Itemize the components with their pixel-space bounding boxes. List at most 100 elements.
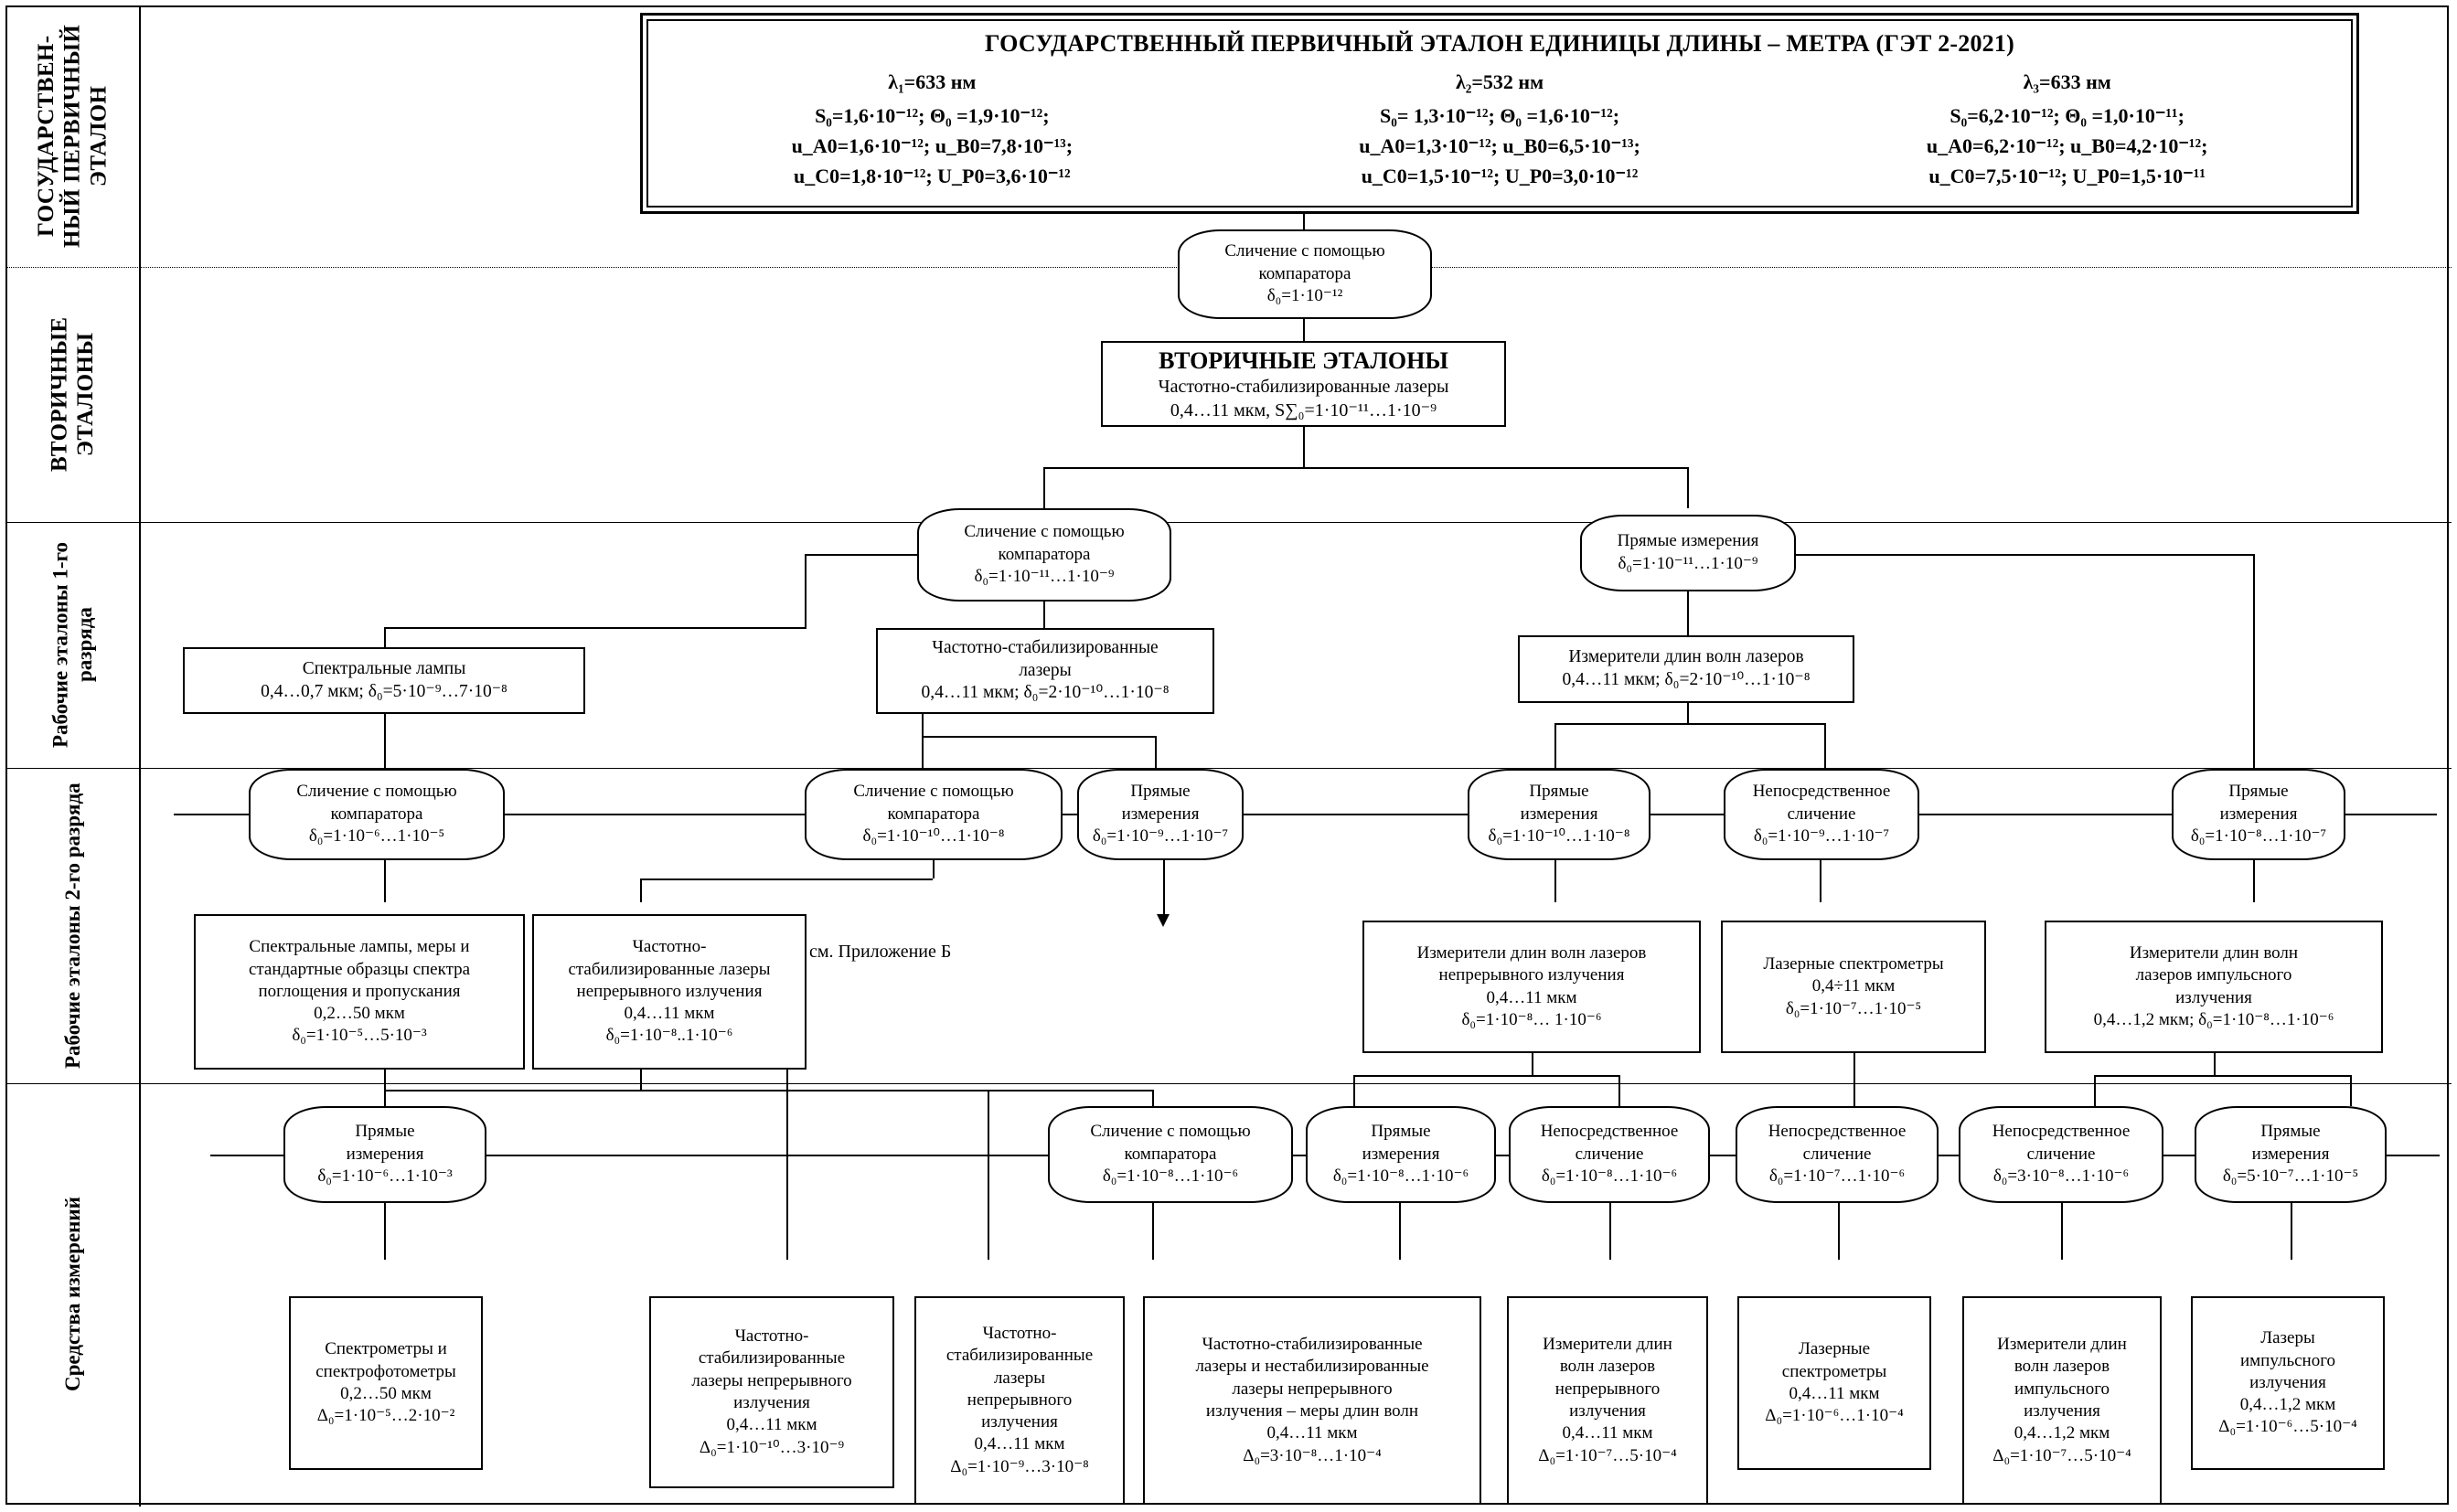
- connector-secondary-direct-far-right: [2253, 554, 2255, 769]
- box-si-wavemeters-pulse: Измерители длин волн лазеров импульсного…: [1962, 1296, 2162, 1505]
- box-wm-pulse-r2-l1: Измерители длин волн: [2129, 942, 2299, 963]
- lambda-3-label: λ₃=633 нм: [2023, 70, 2111, 93]
- sidebar-band-working-2: Рабочие эталоны 2-го разряда: [60, 783, 84, 1069]
- box-si-pulsed-lasers: Лазеры импульсного излучения 0,4…1,2 мкм…: [2191, 1296, 2385, 1470]
- band-separator-4: [5, 1083, 2452, 1084]
- connector-wm-pulse-r2-right: [2350, 1075, 2352, 1106]
- oval-r1-comparator-a-l1: Сличение с помощью: [296, 781, 457, 801]
- box-si-wm-pulse-l2: волн лазеров: [2014, 1357, 2110, 1377]
- oval-primary-comparator: Сличение с помощью компаратора δ₀=1·10⁻¹…: [1178, 229, 1432, 319]
- oval-r2-nepo-b: Непосредственное сличение δ₀=1·10⁻⁷…1·10…: [1736, 1106, 1939, 1203]
- primary-col3-line3: u_C0=7,5·10⁻¹²; U_P0=1,5·10⁻¹¹: [1928, 165, 2206, 187]
- primary-col2-line1: S₀= 1,3·10⁻¹²; Θ₀ =1,6·10⁻¹²;: [1379, 104, 1620, 127]
- oval-r2-direct-a-l3: δ₀=1·10⁻⁶…1·10⁻³: [317, 1166, 453, 1187]
- box-si-fsl-b-l6: 0,4…11 мкм: [974, 1434, 1065, 1454]
- box-si-wm-cw-l4: излучения: [1569, 1401, 1646, 1421]
- oval-r2-nepo-a-l3: δ₀=1·10⁻⁸…1·10⁻⁶: [1541, 1166, 1678, 1187]
- connector-appendix-arrow-line: [1163, 860, 1165, 917]
- connector-to-fsl-r2: [640, 878, 642, 902]
- oval-r1-direct-c-l3: δ₀=1·10⁻⁸…1·10⁻⁷: [2190, 826, 2327, 847]
- box-si-wm-cw-l1: Измерители длин: [1543, 1335, 1672, 1355]
- box-si-fsl-b-l5: излучения: [981, 1412, 1058, 1432]
- primary-col1-line3: u_C0=1,8·10⁻¹²; U_P0=3,6·10⁻¹²: [794, 165, 1071, 187]
- oval-r1-comparator-b-l3: δ₀=1·10⁻¹⁰…1·10⁻⁸: [862, 826, 1005, 847]
- box-secondary-l3: 0,4…11 мкм, S∑₀=1·10⁻¹¹…1·10⁻⁹: [1170, 399, 1437, 421]
- box-lspec-r2-l1: Лазерные спектрометры: [1763, 954, 1944, 974]
- box-lspec-r2-l3: δ₀=1·10⁻⁷…1·10⁻⁵: [1785, 998, 1922, 1018]
- box-wm-cw-r2-l4: δ₀=1·10⁻⁸… 1·10⁻⁶: [1461, 1009, 1602, 1029]
- box-wavemeters-r1-l2: 0,4…11 мкм; δ₀=2·10⁻¹⁰…1·10⁻⁸: [1562, 670, 1811, 689]
- box-lamps-r2-l1: Спектральные лампы, меры и: [249, 937, 470, 957]
- oval-r2-comparator-l1: Сличение с помощью: [1090, 1121, 1251, 1141]
- box-fsl-r1-l1: Частотно-стабилизированные: [932, 637, 1159, 657]
- box-secondary-title: ВТОРИЧНЫЕ ЭТАЛОНЫ: [1159, 346, 1448, 374]
- oval-secondary-comparator: Сличение с помощью компаратора δ₀=1·10⁻¹…: [917, 508, 1171, 602]
- sidebar-band-working-1: Рабочие эталоны 1-го разряда: [48, 542, 96, 748]
- connector-r1-comp-b-down: [933, 860, 935, 878]
- primary-col1-line1: S₀=1,6·10⁻¹²; Θ₀ =1,9·10⁻¹²;: [815, 104, 1050, 127]
- oval-r1-direct-b-l1: Прямые: [1529, 781, 1589, 801]
- oval-r2-nepo-c-l3: δ₀=3·10⁻⁸…1·10⁻⁶: [1992, 1166, 2130, 1187]
- box-spectral-lamps-r1: Спектральные лампы 0,4…0,7 мкм; δ₀=5·10⁻…: [183, 647, 585, 714]
- box-si-wm-pulse-l1: Измерители длин: [1997, 1335, 2127, 1355]
- connector-fsl-r2-to-comparator: [1152, 1090, 1154, 1106]
- oval-secondary-comparator-l3: δ₀=1·10⁻¹¹…1·10⁻⁹: [974, 567, 1115, 587]
- link-r1-direct-b-to-nepo: [1650, 814, 1724, 815]
- box-si-lspec-l3: 0,4…11 мкм: [1789, 1384, 1880, 1403]
- oval-r1-comparator-a-l3: δ₀=1·10⁻⁶…1·10⁻⁵: [308, 826, 445, 847]
- box-si-fsl-b-l3: лазеры: [993, 1368, 1046, 1388]
- bus-fsl-r2-to-direct: [384, 1090, 640, 1091]
- box-si-pulse-laser-l3: излучения: [2249, 1372, 2326, 1392]
- oval-r2-direct-c-l1: Прямые: [2260, 1121, 2321, 1141]
- oval-r2-direct-c-l3: δ₀=5·10⁻⁷…1·10⁻⁵: [2222, 1166, 2359, 1187]
- oval-primary-comparator-l1: Сличение с помощью: [1224, 240, 1385, 261]
- primary-column-1: λ₁=633 нм S₀=1,6·10⁻¹²; Θ₀ =1,9·10⁻¹²; u…: [648, 67, 1216, 191]
- box-wavemeters-r1-l1: Измерители длин волн лазеров: [1568, 647, 1804, 667]
- link-r2-nepo-c-to-direct-c: [2163, 1155, 2195, 1156]
- oval-r2-direct-b-l2: измерения: [1362, 1144, 1440, 1164]
- oval-r2-direct-c: Прямые измерения δ₀=5·10⁻⁷…1·10⁻⁵: [2195, 1106, 2387, 1203]
- bus-wm-r1-split: [1554, 723, 1824, 725]
- connector-r1-comp-a-down: [384, 860, 386, 902]
- bus-secondary-direct-right: [1796, 554, 2253, 556]
- connector-bus-right-down: [1687, 467, 1689, 508]
- sidebar-band-secondary: ВТОРИЧНЫЕ ЭТАЛОНЫ: [47, 316, 98, 473]
- appendix-note: см. Приложение Б: [809, 942, 952, 962]
- connector-lamps-r1-down: [384, 714, 386, 769]
- box-si-spectro-l1: Спектрометры и: [325, 1339, 447, 1359]
- box-si-fsl-b-l2: стабилизированные: [945, 1346, 1094, 1366]
- oval-secondary-direct-l1: Прямые измерения: [1617, 531, 1759, 551]
- box-wm-pulse-r2-l3: излучения: [2175, 987, 2252, 1007]
- oval-r2-nepo-b-l3: δ₀=1·10⁻⁷…1·10⁻⁶: [1768, 1166, 1906, 1187]
- sidebar-column-divider: [139, 5, 141, 1507]
- box-si-fsl-a: Частотно- стабилизированные лазеры непре…: [649, 1296, 894, 1488]
- connector-r1-direct-b-down: [1554, 860, 1556, 902]
- box-si-fsl-meas-l1: Частотно-стабилизированные: [1202, 1335, 1423, 1355]
- box-wm-cw-r2-l3: 0,4…11 мкм: [1486, 987, 1577, 1007]
- box-si-fsl-measures: Частотно-стабилизированные лазеры и нест…: [1143, 1296, 1481, 1505]
- box-si-lspec-l2: спектрометры: [1781, 1361, 1887, 1381]
- primary-column-3: λ₃=633 нм S₀=6,2·10⁻¹²; Θ₀ =1,0·10⁻¹¹; u…: [1783, 67, 2351, 191]
- oval-r2-nepo-a-l1: Непосредственное: [1540, 1121, 1679, 1141]
- box-lamps-r2-l4: 0,2…50 мкм: [314, 1004, 405, 1024]
- oval-r1-direct-c: Прямые измерения δ₀=1·10⁻⁸…1·10⁻⁷: [2172, 769, 2345, 860]
- oval-r1-comparator-b-l1: Сличение с помощью: [853, 781, 1014, 801]
- box-fsl-r1-l2: лазеры: [1019, 660, 1072, 680]
- bus-wm-pulse-r2-split: [2094, 1075, 2350, 1077]
- connector-r2-comparator-down: [1152, 1203, 1154, 1260]
- primary-col3-line2: u_A0=6,2·10⁻¹²; u_B0=4,2·10⁻¹²;: [1926, 134, 2208, 157]
- connector-fsl-r1-left: [922, 736, 924, 769]
- bus-to-spectral-lamps: [384, 627, 807, 629]
- oval-r2-nepo-b-l1: Непосредственное: [1768, 1121, 1907, 1141]
- connector-wm-cw-r2-right: [1618, 1075, 1620, 1106]
- box-si-wm-cw-l5: 0,4…11 мкм: [1562, 1423, 1653, 1443]
- connector-r2-direct-b-down: [1399, 1203, 1401, 1260]
- oval-secondary-direct: Прямые измерения δ₀=1·10⁻¹¹…1·10⁻⁹: [1580, 515, 1796, 591]
- box-si-fsl-b: Частотно- стабилизированные лазеры непре…: [914, 1296, 1125, 1505]
- box-fsl-r2-l5: δ₀=1·10⁻⁸..1·10⁻⁶: [605, 1026, 733, 1046]
- oval-r2-direct-a: Прямые измерения δ₀=1·10⁻⁶…1·10⁻³: [283, 1106, 486, 1203]
- box-si-wm-cw-l2: волн лазеров: [1559, 1357, 1656, 1377]
- connector-wm-pulse-r2-left: [2094, 1075, 2096, 1106]
- box-secondary-standards: ВТОРИЧНЫЕ ЭТАЛОНЫ Частотно-стабилизирова…: [1101, 341, 1506, 427]
- box-si-wm-pulse-l5: 0,4…1,2 мкм: [2014, 1423, 2110, 1443]
